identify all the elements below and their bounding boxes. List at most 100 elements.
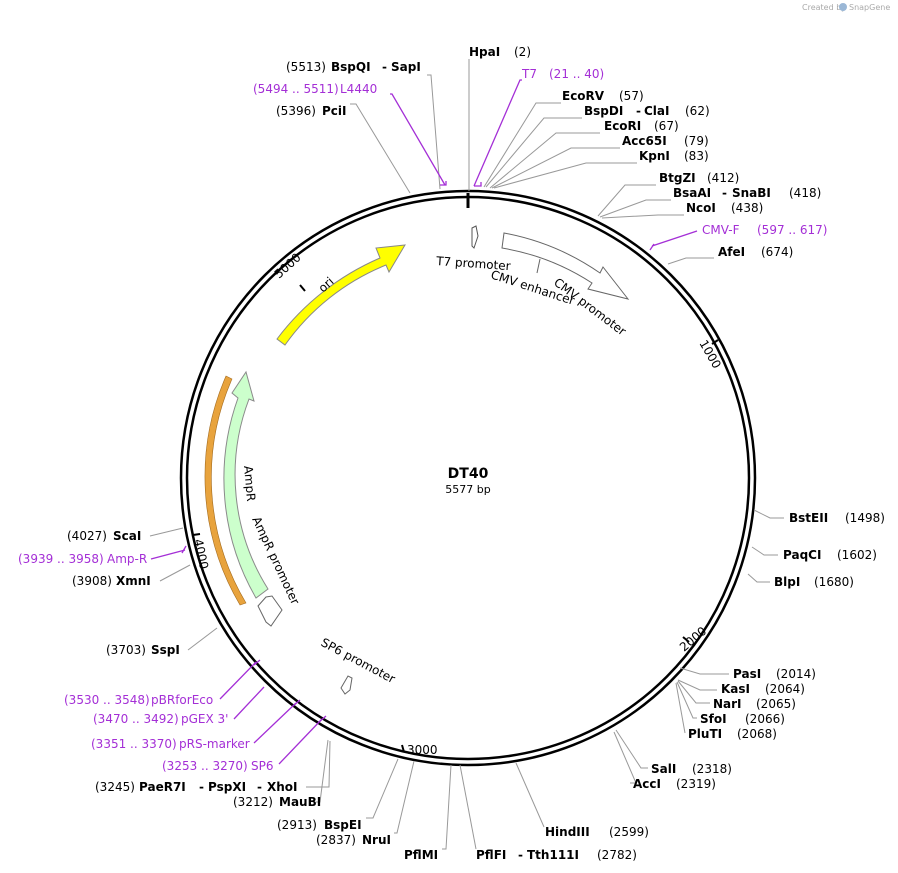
svg-text:Acc65I: Acc65I: [622, 134, 667, 148]
svg-text:(438): (438): [731, 201, 763, 215]
svg-text:NarI: NarI: [713, 697, 742, 711]
ampr-arrow: [223, 370, 269, 599]
tick-1000: [711, 339, 719, 345]
svg-text:NruI: NruI: [362, 833, 391, 847]
svg-text:(5396): (5396): [276, 104, 316, 118]
svg-text:(83): (83): [684, 149, 709, 163]
svg-text:Amp-R: Amp-R: [107, 552, 147, 566]
svg-text:SfoI: SfoI: [700, 712, 727, 726]
svg-text:(1602): (1602): [837, 548, 877, 562]
svg-text:MauBI: MauBI: [279, 795, 321, 809]
svg-text:(1498): (1498): [845, 511, 885, 525]
svg-text:Tth111I: Tth111I: [527, 848, 579, 862]
site-labels: HpaI (2) EcoRV (57) BspDI - ClaI (62) Ec…: [67, 45, 885, 862]
feature-label-sp6-promoter: SP6 promoter: [319, 635, 398, 686]
svg-text:BsaAI: BsaAI: [673, 186, 711, 200]
svg-text:AccI: AccI: [633, 777, 661, 791]
svg-text:XhoI: XhoI: [267, 780, 298, 794]
svg-text:PaeR7I: PaeR7I: [139, 780, 186, 794]
svg-text:PspXI: PspXI: [208, 780, 246, 794]
svg-text:BtgZI: BtgZI: [659, 171, 696, 185]
tick-label-3000: 3000: [407, 743, 438, 757]
plasmid-length: 5577 bp: [445, 483, 490, 496]
svg-text:(674): (674): [761, 245, 793, 259]
svg-text:(2599): (2599): [609, 825, 649, 839]
cmv-divider: [536, 258, 541, 274]
svg-text:-: -: [382, 60, 387, 74]
svg-text:(1680): (1680): [814, 575, 854, 589]
svg-text:(2318): (2318): [692, 762, 732, 776]
sp6-promoter-arrow: [340, 675, 353, 695]
svg-text:EcoRV: EcoRV: [562, 89, 605, 103]
primer-labels: T7 (21 .. 40) L4440 (5494 .. 5511) CMV-F…: [18, 67, 827, 773]
svg-text:(597 .. 617): (597 .. 617): [757, 223, 827, 237]
svg-text:(2913): (2913): [277, 818, 317, 832]
plasmid-name: DT40: [448, 466, 489, 482]
svg-text:BspDI: BspDI: [584, 104, 623, 118]
svg-text:PciI: PciI: [322, 104, 347, 118]
svg-text:(2): (2): [514, 45, 531, 59]
svg-text:SP6: SP6: [251, 759, 274, 773]
tick-marks: [192, 284, 719, 753]
svg-text:NcoI: NcoI: [686, 201, 716, 215]
tick-5000: [299, 284, 306, 292]
svg-text:ClaI: ClaI: [644, 104, 669, 118]
svg-text:AfeI: AfeI: [718, 245, 745, 259]
svg-text:L4440: L4440: [340, 82, 377, 96]
svg-text:PasI: PasI: [733, 667, 761, 681]
svg-text:(21 .. 40): (21 .. 40): [549, 67, 604, 81]
svg-text:BstEII: BstEII: [789, 511, 828, 525]
svg-text:(3253 .. 3270): (3253 .. 3270): [162, 759, 248, 773]
svg-text:pGEX 3': pGEX 3': [181, 712, 228, 726]
site-leader-lines: [149, 59, 784, 850]
svg-text:HindIII: HindIII: [545, 825, 590, 839]
svg-text:(418): (418): [789, 186, 821, 200]
svg-text:(5513): (5513): [286, 60, 326, 74]
svg-text:-: -: [518, 848, 523, 862]
ori-arrow: [276, 244, 406, 346]
svg-text:CMV-F: CMV-F: [702, 223, 740, 237]
svg-text:(3245): (3245): [95, 780, 135, 794]
svg-text:PflMI: PflMI: [404, 848, 438, 862]
tick-3000: [401, 744, 405, 753]
svg-text:(3470 .. 3492): (3470 .. 3492): [93, 712, 179, 726]
ampr-promoter-arrow: [257, 595, 283, 627]
svg-text:XmnI: XmnI: [116, 574, 151, 588]
svg-text:-: -: [722, 186, 727, 200]
snapgene-brand-text: SnapGene: [849, 3, 890, 12]
svg-text:(2066): (2066): [745, 712, 785, 726]
svg-text:SapI: SapI: [391, 60, 421, 74]
svg-text:(3530 .. 3548): (3530 .. 3548): [64, 693, 150, 707]
svg-text:SnaBI: SnaBI: [732, 186, 771, 200]
svg-text:SalI: SalI: [651, 762, 676, 776]
svg-text:(3939 .. 3958): (3939 .. 3958): [18, 552, 104, 566]
feature-label-ampr: AmpR: [241, 465, 258, 502]
svg-text:T7: T7: [521, 67, 537, 81]
tick-4000: [192, 533, 201, 536]
svg-text:KpnI: KpnI: [639, 149, 670, 163]
svg-text:KasI: KasI: [721, 682, 750, 696]
created-by-text: Created by: [802, 3, 846, 12]
svg-text:PaqCI: PaqCI: [783, 548, 821, 562]
svg-text:PflFI: PflFI: [476, 848, 506, 862]
svg-text:(2068): (2068): [737, 727, 777, 741]
svg-text:(2837): (2837): [316, 833, 356, 847]
svg-text:BspQI: BspQI: [331, 60, 371, 74]
svg-text:(3908): (3908): [72, 574, 112, 588]
svg-text:EcoRI: EcoRI: [604, 119, 641, 133]
svg-text:-: -: [199, 780, 204, 794]
svg-text:PluTI: PluTI: [688, 727, 722, 741]
svg-text:pBRforEco: pBRforEco: [151, 693, 213, 707]
svg-text:(3351 .. 3370): (3351 .. 3370): [91, 737, 177, 751]
svg-text:(62): (62): [685, 104, 710, 118]
svg-text:(2782): (2782): [597, 848, 637, 862]
feature-label-t7-promoter: T7 promoter: [435, 254, 511, 273]
primer-markers: [150, 79, 698, 765]
svg-text:(2064): (2064): [765, 682, 805, 696]
tick-2000: [682, 636, 690, 643]
svg-text:BspEI: BspEI: [324, 818, 362, 832]
svg-text:HpaI: HpaI: [469, 45, 500, 59]
svg-text:(2319): (2319): [676, 777, 716, 791]
snapgene-logo-icon: [839, 3, 847, 11]
